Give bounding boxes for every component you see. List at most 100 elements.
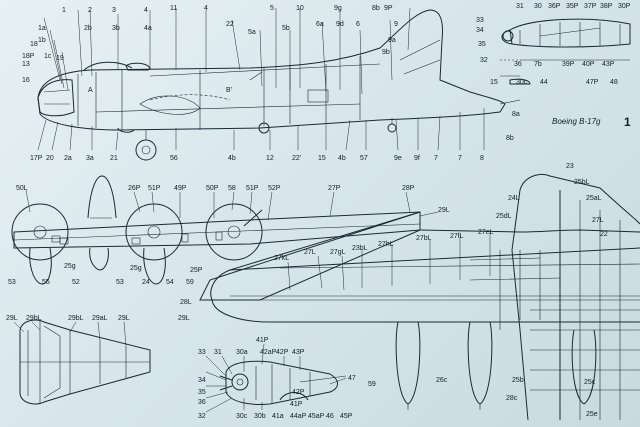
label-10: 10: [296, 5, 304, 12]
label-5b: 5b: [282, 25, 290, 32]
label-27P: 27P: [328, 185, 341, 192]
label-17P: 15: [318, 155, 326, 162]
tail-section-view: [500, 18, 631, 85]
label-46: 46: [326, 413, 334, 420]
label-19: 19: [56, 55, 64, 62]
label-27L: 27L: [304, 249, 316, 256]
label-36P: 36P: [548, 3, 561, 10]
label-54: 59: [186, 279, 194, 286]
label-4: 4: [144, 7, 148, 14]
label-5a: 5a: [248, 29, 256, 36]
label-45aP: 45aP: [308, 413, 325, 420]
title-sheet-number: 1: [624, 115, 631, 129]
label-37P: 37P: [584, 3, 597, 10]
label-53-b: 24: [142, 279, 150, 286]
label-50P: 50P: [206, 185, 219, 192]
label-41a: 41a: [272, 413, 284, 420]
label-40P: 40P: [582, 61, 595, 68]
label-31: 31: [516, 3, 524, 10]
label-52: 54: [166, 279, 174, 286]
label-33-n: 33: [198, 349, 206, 356]
label-55: 25g: [64, 263, 76, 270]
label-25dL: 25dL: [496, 213, 512, 220]
tail-section-labels: 31 30 36P 35P 37P 38P 30P 33 34 35 32 36…: [476, 3, 631, 86]
label-25bL: 25bL: [574, 179, 590, 186]
label-16: 12: [266, 155, 274, 162]
label-9d: 9d: [336, 21, 344, 28]
label-25P: 22: [600, 231, 608, 238]
label-9e: 9e: [394, 155, 402, 162]
label-30P: 30P: [618, 3, 631, 10]
fuselage-side-view: [37, 9, 521, 161]
label-9a: 9: [394, 21, 398, 28]
label-29bL: 29bL: [26, 315, 42, 322]
label-5: 5: [270, 5, 274, 12]
title-text: Boeing B-17g: [552, 117, 601, 126]
label-51P: 51P: [148, 185, 161, 192]
label-2b: 2b: [84, 25, 92, 32]
label-36: 36: [514, 61, 522, 68]
label-35: 35: [478, 41, 486, 48]
label-25g: 52: [72, 279, 80, 286]
label-59-n: 59: [368, 381, 376, 388]
label-57: 57: [360, 155, 368, 162]
label-27gL: 27gL: [330, 249, 346, 256]
label-8: 8: [480, 155, 484, 162]
nacelle-labels: 41P 42aP 42P 43P 33 31 30a 34 35 36 32 3…: [198, 337, 376, 420]
label-25aL: 25aL: [586, 195, 602, 202]
label-6a: 6a: [316, 21, 324, 28]
label-27hL: 27hL: [378, 241, 394, 248]
label-44aP: 44aP: [290, 413, 307, 420]
label-25a: 25c: [584, 379, 596, 386]
label-29L-s2: 29L: [118, 315, 130, 322]
label-49P: 49P: [174, 185, 187, 192]
label-58: 58: [228, 185, 236, 192]
label-41P: 41P: [256, 337, 269, 344]
label-30c: 30c: [516, 79, 528, 86]
label-3: 3: [112, 7, 116, 14]
label-A: A: [88, 87, 93, 94]
label-38P: 38P: [600, 3, 613, 10]
label-43P: 43P: [292, 349, 305, 356]
label-1a: 1a: [38, 25, 46, 32]
label-25c: 26c: [436, 377, 448, 384]
label-2: 2: [88, 7, 92, 14]
label-15: 17P: [30, 155, 43, 162]
label-47: 47: [348, 375, 356, 382]
label-13: 16: [22, 77, 30, 84]
label-18P: 18P: [22, 53, 35, 60]
label-42P-b: 42P: [292, 389, 305, 396]
label-31-n: 31: [214, 349, 222, 356]
label-27L-r: 27L: [592, 217, 604, 224]
label-1c: 1c: [44, 53, 52, 60]
label-9c: 9b: [382, 49, 390, 56]
label-39P: 39P: [562, 61, 575, 68]
wing-plan-labels: 50L 26P 51P 49P 50P 58 51P 52P 27P 28P 2…: [8, 163, 608, 418]
wing-plan-view: [11, 174, 640, 421]
label-24L: 24L: [508, 195, 520, 202]
label-22: 22: [226, 21, 234, 28]
label-59: 25P: [190, 267, 203, 274]
label-27b: 28c: [506, 395, 518, 402]
label-30a: 30a: [236, 349, 248, 356]
label-3b: 3b: [112, 25, 120, 32]
label-12-tail: 15: [490, 79, 498, 86]
label-8a: 8a: [512, 111, 520, 118]
label-30c-n: 30c: [236, 413, 248, 420]
label-56: 56: [170, 155, 178, 162]
label-25P-b: 53: [116, 279, 124, 286]
label-27kL-b: 29L: [178, 315, 190, 322]
label-9-top: 8b: [372, 5, 380, 12]
label-45P: 45P: [340, 413, 353, 420]
label-34: 34: [476, 27, 484, 34]
label-5k: 53: [8, 279, 16, 286]
label-33: 33: [476, 17, 484, 24]
nacelle-view: [219, 360, 347, 405]
label-30b-n: 30b: [254, 413, 266, 420]
fuselage-labels: 1 1a 1b 1c 2 2b 3 3b 4 4a 11 4 22 5a 5 5…: [22, 5, 520, 162]
label-32-n: 32: [198, 413, 206, 420]
label-29aL: 29aL: [92, 315, 108, 322]
stabilizer-labels: 29L 29bL 29bL 29aL 29L: [6, 315, 130, 347]
